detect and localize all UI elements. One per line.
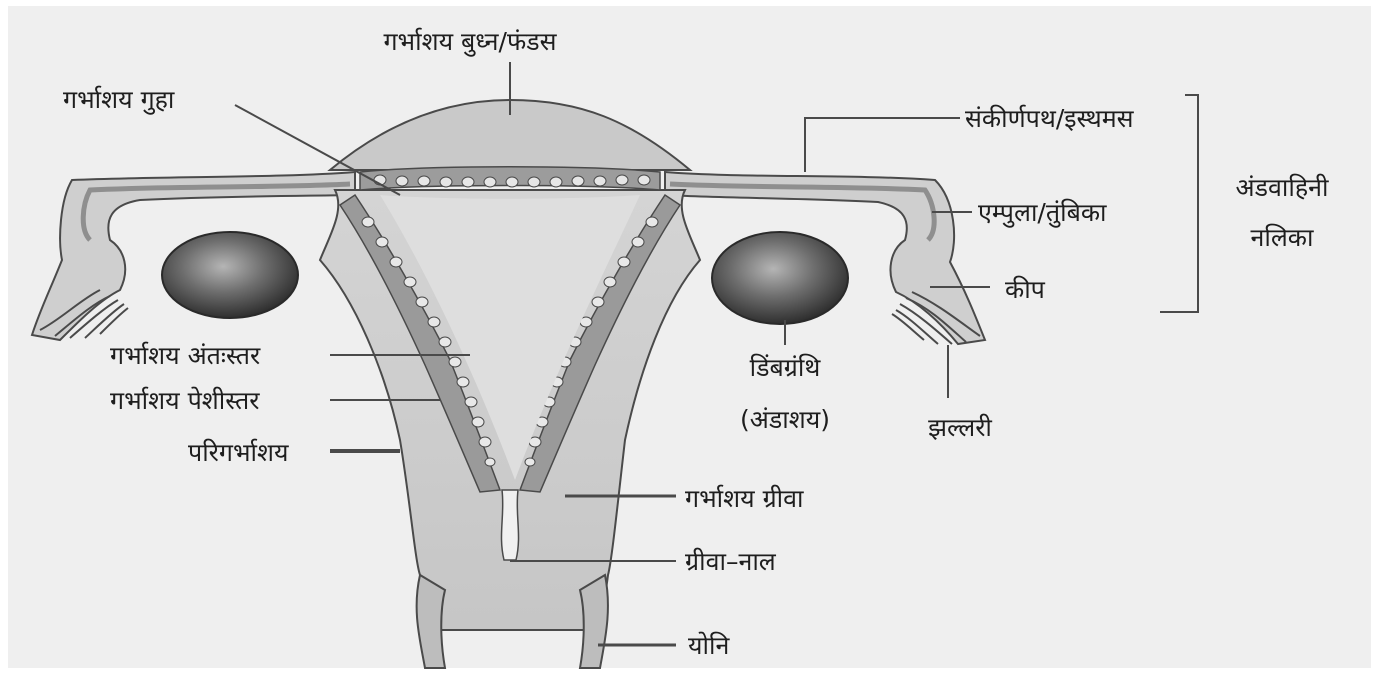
cervical-canal (501, 490, 518, 560)
label-fundus: गर्भाशय बुध्न/फंडस (383, 27, 557, 57)
vagina-right-wall (580, 575, 608, 668)
label-ovary-line2: (अंडाशय) (740, 405, 830, 434)
label-cervix: गर्भाशय ग्रीवा (685, 484, 804, 513)
left-ovary (162, 232, 298, 318)
leader-isthmus (805, 118, 960, 172)
label-myometrium: गर्भाशय पेशीस्तर (110, 386, 260, 415)
label-cervical-canal: ग्रीवा–नाल (685, 547, 777, 576)
vagina (417, 575, 445, 668)
label-isthmus: संकीर्णपथ/इस्थमस (965, 104, 1135, 133)
right-ovary (712, 232, 848, 324)
label-vagina: योनि (688, 631, 730, 660)
label-oviduct-line1: अंडवाहिनी (1236, 173, 1329, 202)
oviduct-bracket (1160, 95, 1198, 312)
label-ovary-line1: डिंबग्रंथि (750, 353, 822, 382)
label-endometrium: गर्भाशय अंतःस्तर (110, 341, 261, 370)
label-uterine-cavity: गर्भाशय गुहा (63, 85, 175, 115)
label-infundibulum: कीप (1005, 275, 1046, 304)
label-oviduct-line2: नलिका (1251, 223, 1315, 252)
label-ampulla: एम्पुला/तुंबिका (978, 198, 1107, 228)
label-fimbriae: झल्लरी (928, 413, 992, 442)
label-perimetrium: परिगर्भाशय (188, 438, 289, 467)
